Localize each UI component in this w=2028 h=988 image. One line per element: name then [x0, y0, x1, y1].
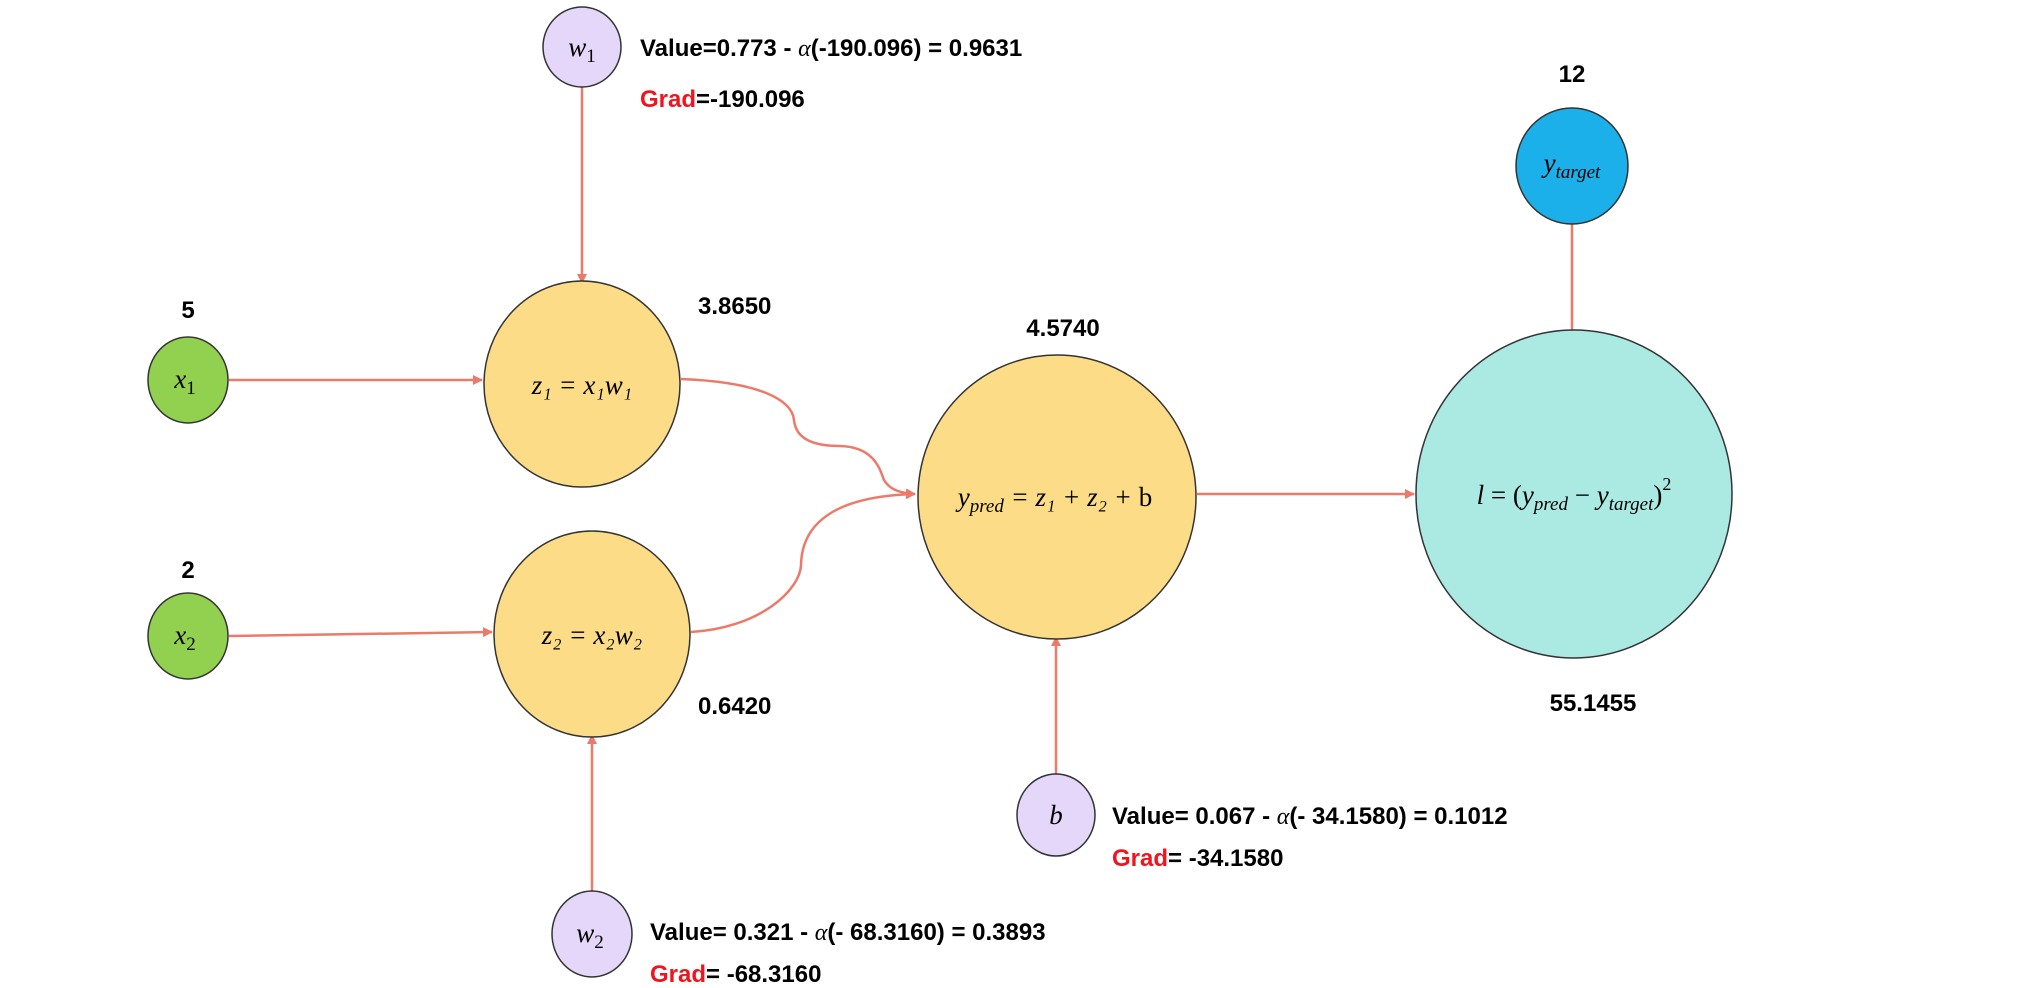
input-node-x2[interactable]: [147, 592, 229, 680]
z1-value: 3.8650: [698, 293, 771, 320]
input-node-x1[interactable]: [147, 336, 229, 424]
x2-symbol: x2: [173, 620, 195, 655]
target-node-ytarget[interactable]: [1515, 107, 1629, 225]
loss-node[interactable]: [1415, 329, 1733, 659]
loss-formula: l = (ypred − ytarget)2: [1477, 474, 1672, 515]
x1-value: 5: [181, 297, 194, 324]
op-node-ypred[interactable]: [917, 354, 1197, 640]
edge-z1-ypred: [680, 377, 916, 499]
ypred-formula: ypred = z₁ + z₂ + b: [955, 482, 1153, 517]
ytarget-symbol: ytarget: [1541, 148, 1601, 183]
loss-value: 55.1455: [1550, 690, 1637, 717]
x1-symbol: x1: [173, 364, 195, 399]
ypred-value: 4.5740: [1026, 315, 1099, 342]
b-grad-text: Grad= -34.1580: [1112, 845, 1283, 872]
b-value-text: Value= 0.067 - α(- 34.1580) = 0.1012: [1112, 803, 1508, 830]
w2-grad-text: Grad= -68.3160: [650, 961, 821, 988]
z2-value: 0.6420: [698, 693, 771, 720]
edge-x2-z2: [228, 627, 493, 638]
param-node-w1[interactable]: [542, 6, 622, 88]
param-node-w2[interactable]: [551, 890, 633, 978]
z2-formula: z₂ = x₂w₂: [541, 620, 642, 650]
b-symbol: b: [1049, 800, 1063, 830]
param-node-b[interactable]: [1016, 773, 1096, 857]
op-node-z2[interactable]: [493, 530, 691, 738]
w2-value-text: Value= 0.321 - α(- 68.3160) = 0.3893: [650, 919, 1046, 946]
w2-symbol: w2: [576, 918, 604, 953]
edge-z2-ypred: [690, 489, 916, 634]
w1-symbol: w1: [568, 32, 596, 67]
w1-value-text: Value=0.773 - α(-190.096) = 0.9631: [640, 35, 1022, 62]
ytarget-value: 12: [1559, 61, 1586, 88]
z1-formula: z₁ = x₁w₁: [531, 370, 632, 400]
x2-value: 2: [181, 557, 194, 584]
w1-grad-text: Grad=-190.096: [640, 86, 805, 113]
op-node-z1[interactable]: [483, 280, 681, 488]
